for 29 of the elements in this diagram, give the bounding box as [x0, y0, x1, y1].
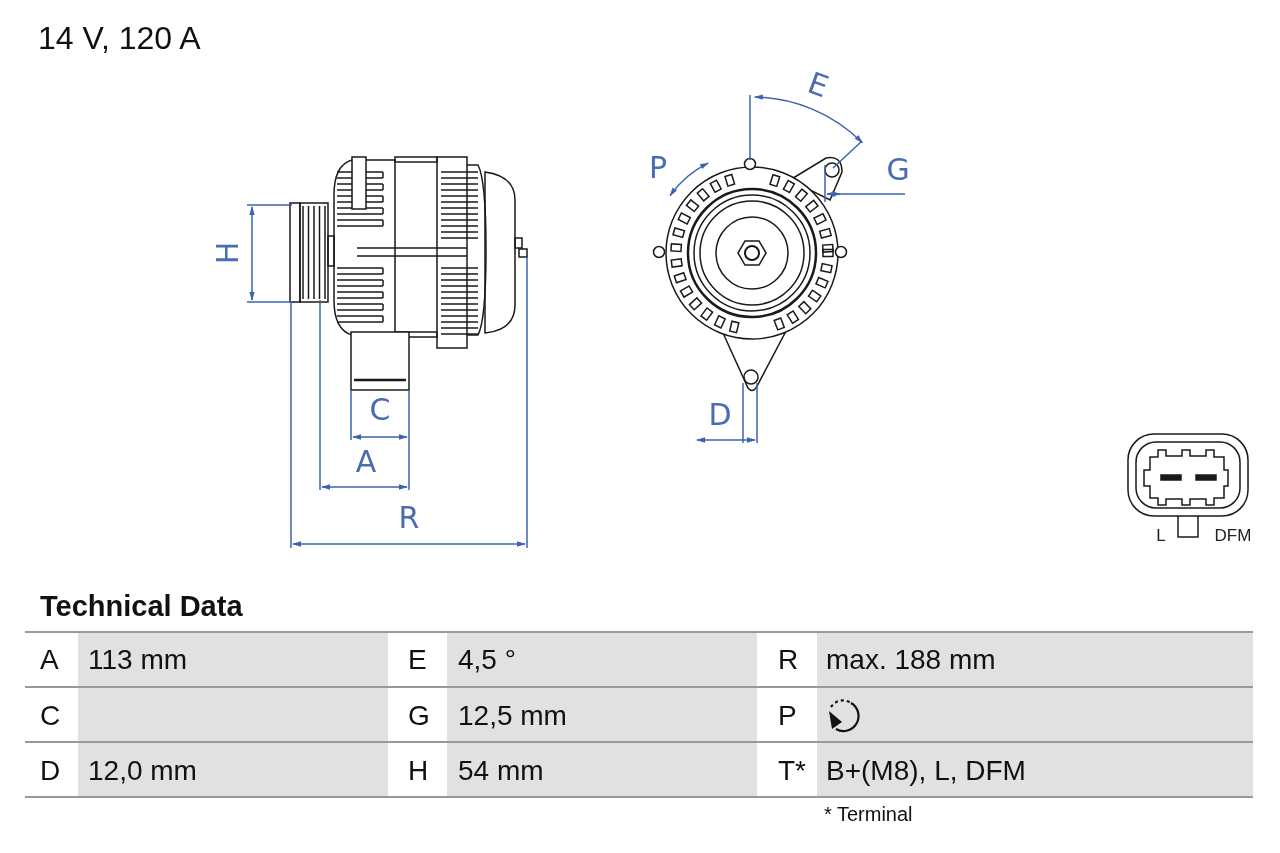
dimension-label: R — [398, 503, 420, 533]
table-key: R — [778, 646, 799, 674]
section-heading: Technical Data — [40, 592, 243, 621]
table-key: P — [778, 702, 797, 730]
table-value: 54 mm — [458, 757, 544, 785]
table-value: 113 mm — [88, 646, 188, 674]
table-key: T* — [778, 757, 806, 785]
table-key: H — [408, 757, 429, 785]
table-value: 12,0 mm — [88, 757, 197, 785]
table-key: A — [40, 646, 59, 674]
table-value: 12,5 mm — [458, 702, 567, 730]
dimension-label: A — [355, 447, 377, 477]
table-key: D — [40, 757, 61, 785]
table-key: G — [408, 702, 430, 730]
table-value: 4,5 ° — [458, 646, 516, 674]
pin-label: DFM — [1214, 526, 1252, 544]
table-value: max. 188 mm — [826, 646, 996, 674]
dimension-label: H — [213, 241, 243, 265]
dimension-label: G — [886, 155, 910, 185]
table-key: E — [408, 646, 427, 674]
dimension-label: C — [369, 395, 391, 425]
dimension-label: P — [648, 153, 668, 183]
dimension-label: D — [708, 400, 732, 430]
pin-label: L — [1156, 526, 1166, 544]
table-key: C — [40, 702, 61, 730]
dimension-label: E — [803, 67, 833, 103]
title: 14 V, 120 A — [38, 22, 201, 54]
table-value: B+(M8), L, DFM — [826, 757, 1026, 785]
footnote: * Terminal — [824, 804, 913, 824]
